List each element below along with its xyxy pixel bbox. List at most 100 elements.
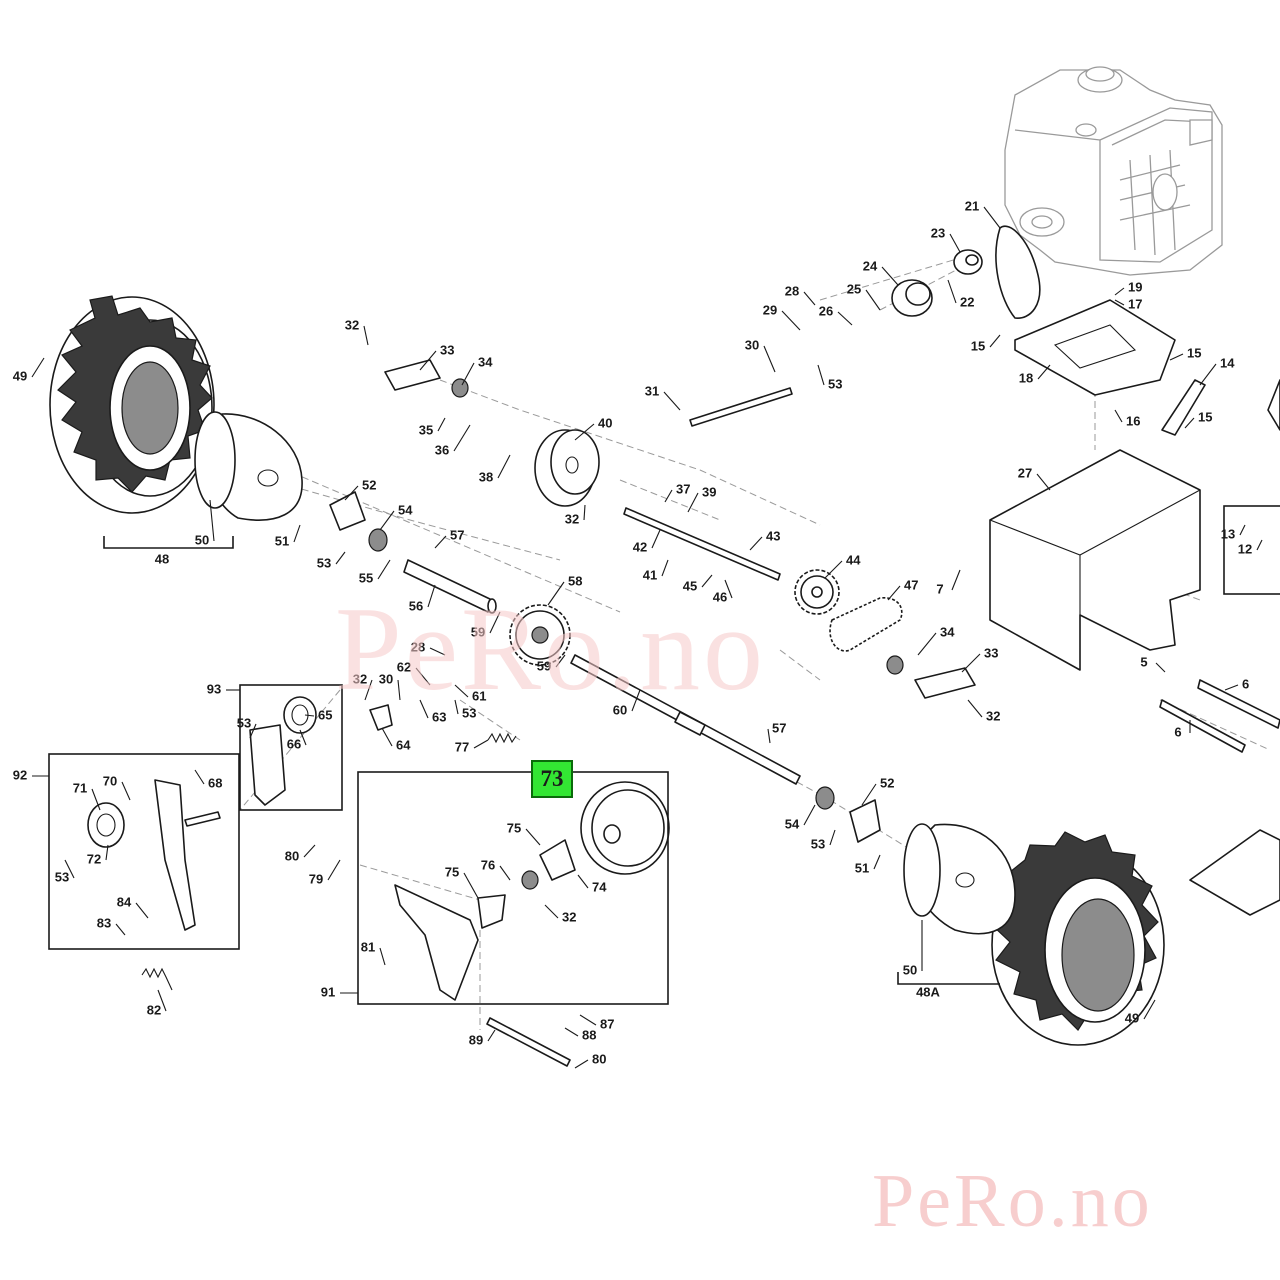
callout-45: 45	[683, 574, 713, 593]
callout-number: 80	[285, 848, 299, 863]
callout-number: 48A	[916, 984, 940, 999]
callout-number: 13	[1221, 526, 1235, 541]
callout-number: 33	[440, 342, 454, 357]
callout-leader	[749, 536, 763, 551]
callout-39: 39	[687, 484, 716, 513]
callout-leader	[961, 653, 981, 673]
callout-leader	[917, 632, 937, 656]
callout-75: 75	[507, 820, 541, 846]
callout-leader	[781, 310, 801, 331]
callout-65: 65	[304, 707, 332, 722]
callout-92: 92	[13, 767, 49, 782]
callout-6: 6	[1224, 676, 1249, 691]
callout-number: 52	[880, 775, 894, 790]
callout-leader	[419, 350, 437, 371]
callout-33: 33	[961, 645, 998, 673]
callout-number: 42	[633, 539, 647, 554]
callout-53: 53	[817, 364, 842, 391]
callout-70: 70	[103, 773, 131, 801]
callout-16: 16	[1114, 409, 1140, 428]
callout-leader	[473, 739, 489, 749]
callout-59: 59	[537, 654, 566, 673]
callout-number: 64	[396, 737, 411, 752]
callout-number: 54	[785, 816, 800, 831]
callout-leader	[1155, 662, 1166, 673]
callout-number: 50	[903, 962, 917, 977]
callout-27: 27	[1018, 465, 1051, 491]
callout-76: 76	[481, 857, 511, 881]
callout-leader	[547, 581, 565, 606]
callout-80: 80	[574, 1051, 606, 1069]
callout-number: 58	[568, 573, 582, 588]
callout-number: 49	[1125, 1010, 1139, 1025]
callout-number: 16	[1126, 413, 1140, 428]
chain-47	[829, 597, 903, 652]
frame-27	[989, 449, 1201, 671]
callout-leader	[379, 510, 395, 531]
bracket-93	[249, 724, 286, 806]
callout-leader	[429, 647, 446, 656]
callout-number: 68	[208, 775, 222, 790]
callout-leader	[1239, 524, 1246, 536]
callout-number: 53	[462, 705, 476, 720]
callout-number: 81	[361, 939, 375, 954]
callout-number: 55	[359, 570, 373, 585]
callout-number: 76	[481, 857, 495, 872]
highlighted-part-number[interactable]: 73	[531, 760, 573, 798]
callout-52: 52	[861, 775, 894, 806]
callout-leader	[767, 728, 771, 744]
callout-leader	[861, 783, 877, 806]
callout-leader	[453, 424, 471, 452]
callout-number: 34	[940, 624, 955, 639]
callout-number: 62	[397, 659, 411, 674]
callout-36: 36	[435, 424, 471, 457]
callout-61: 61	[454, 684, 486, 703]
callout-30: 30	[745, 337, 776, 373]
callout-leader	[299, 729, 307, 746]
callout-66: 66	[287, 729, 307, 751]
callout-49: 49	[13, 357, 45, 383]
callout-leader	[577, 874, 589, 889]
callout-82: 82	[147, 989, 167, 1017]
callout-40: 40	[574, 415, 612, 441]
rod-89	[486, 1017, 571, 1067]
callout-leader	[1169, 353, 1184, 361]
callout-leader	[564, 1027, 579, 1037]
callout-52: 52	[344, 477, 376, 501]
callout-number: 57	[450, 527, 464, 542]
callout-leader	[293, 524, 301, 543]
callout-number: 32	[345, 317, 359, 332]
callout-leader	[631, 689, 641, 712]
callout-32: 32	[345, 317, 369, 346]
shaft-56	[403, 559, 493, 613]
callout-28: 28	[785, 283, 816, 306]
callout-leader	[724, 579, 733, 599]
callout-leader	[194, 769, 205, 785]
callout-93: 93	[207, 681, 240, 696]
callout-leader	[1184, 417, 1195, 429]
callout-number: 59	[537, 658, 551, 673]
callout-leader	[574, 423, 595, 441]
callout-number: 35	[419, 422, 433, 437]
callout-number: 39	[702, 484, 716, 499]
callout-32: 32	[353, 671, 373, 701]
callout-43: 43	[749, 528, 780, 551]
callout-leader	[364, 679, 373, 701]
callout-51: 51	[275, 524, 301, 548]
callout-30: 30	[379, 671, 401, 701]
callout-number: 32	[565, 511, 579, 526]
callout-number: 46	[713, 589, 727, 604]
left-rim	[194, 411, 303, 521]
callout-leader	[887, 585, 901, 601]
callout-number: 53	[237, 715, 251, 730]
callout-leader	[967, 699, 983, 718]
callout-number: 77	[455, 739, 469, 754]
callout-leader	[419, 699, 429, 719]
callout-leader	[983, 206, 1001, 229]
bracket-14	[1161, 379, 1206, 436]
callout-number: 54	[398, 502, 413, 517]
callout-51: 51	[855, 854, 881, 875]
callout-number: 6	[1242, 676, 1249, 691]
callout-leader	[949, 233, 961, 253]
callout-leader	[701, 574, 713, 588]
